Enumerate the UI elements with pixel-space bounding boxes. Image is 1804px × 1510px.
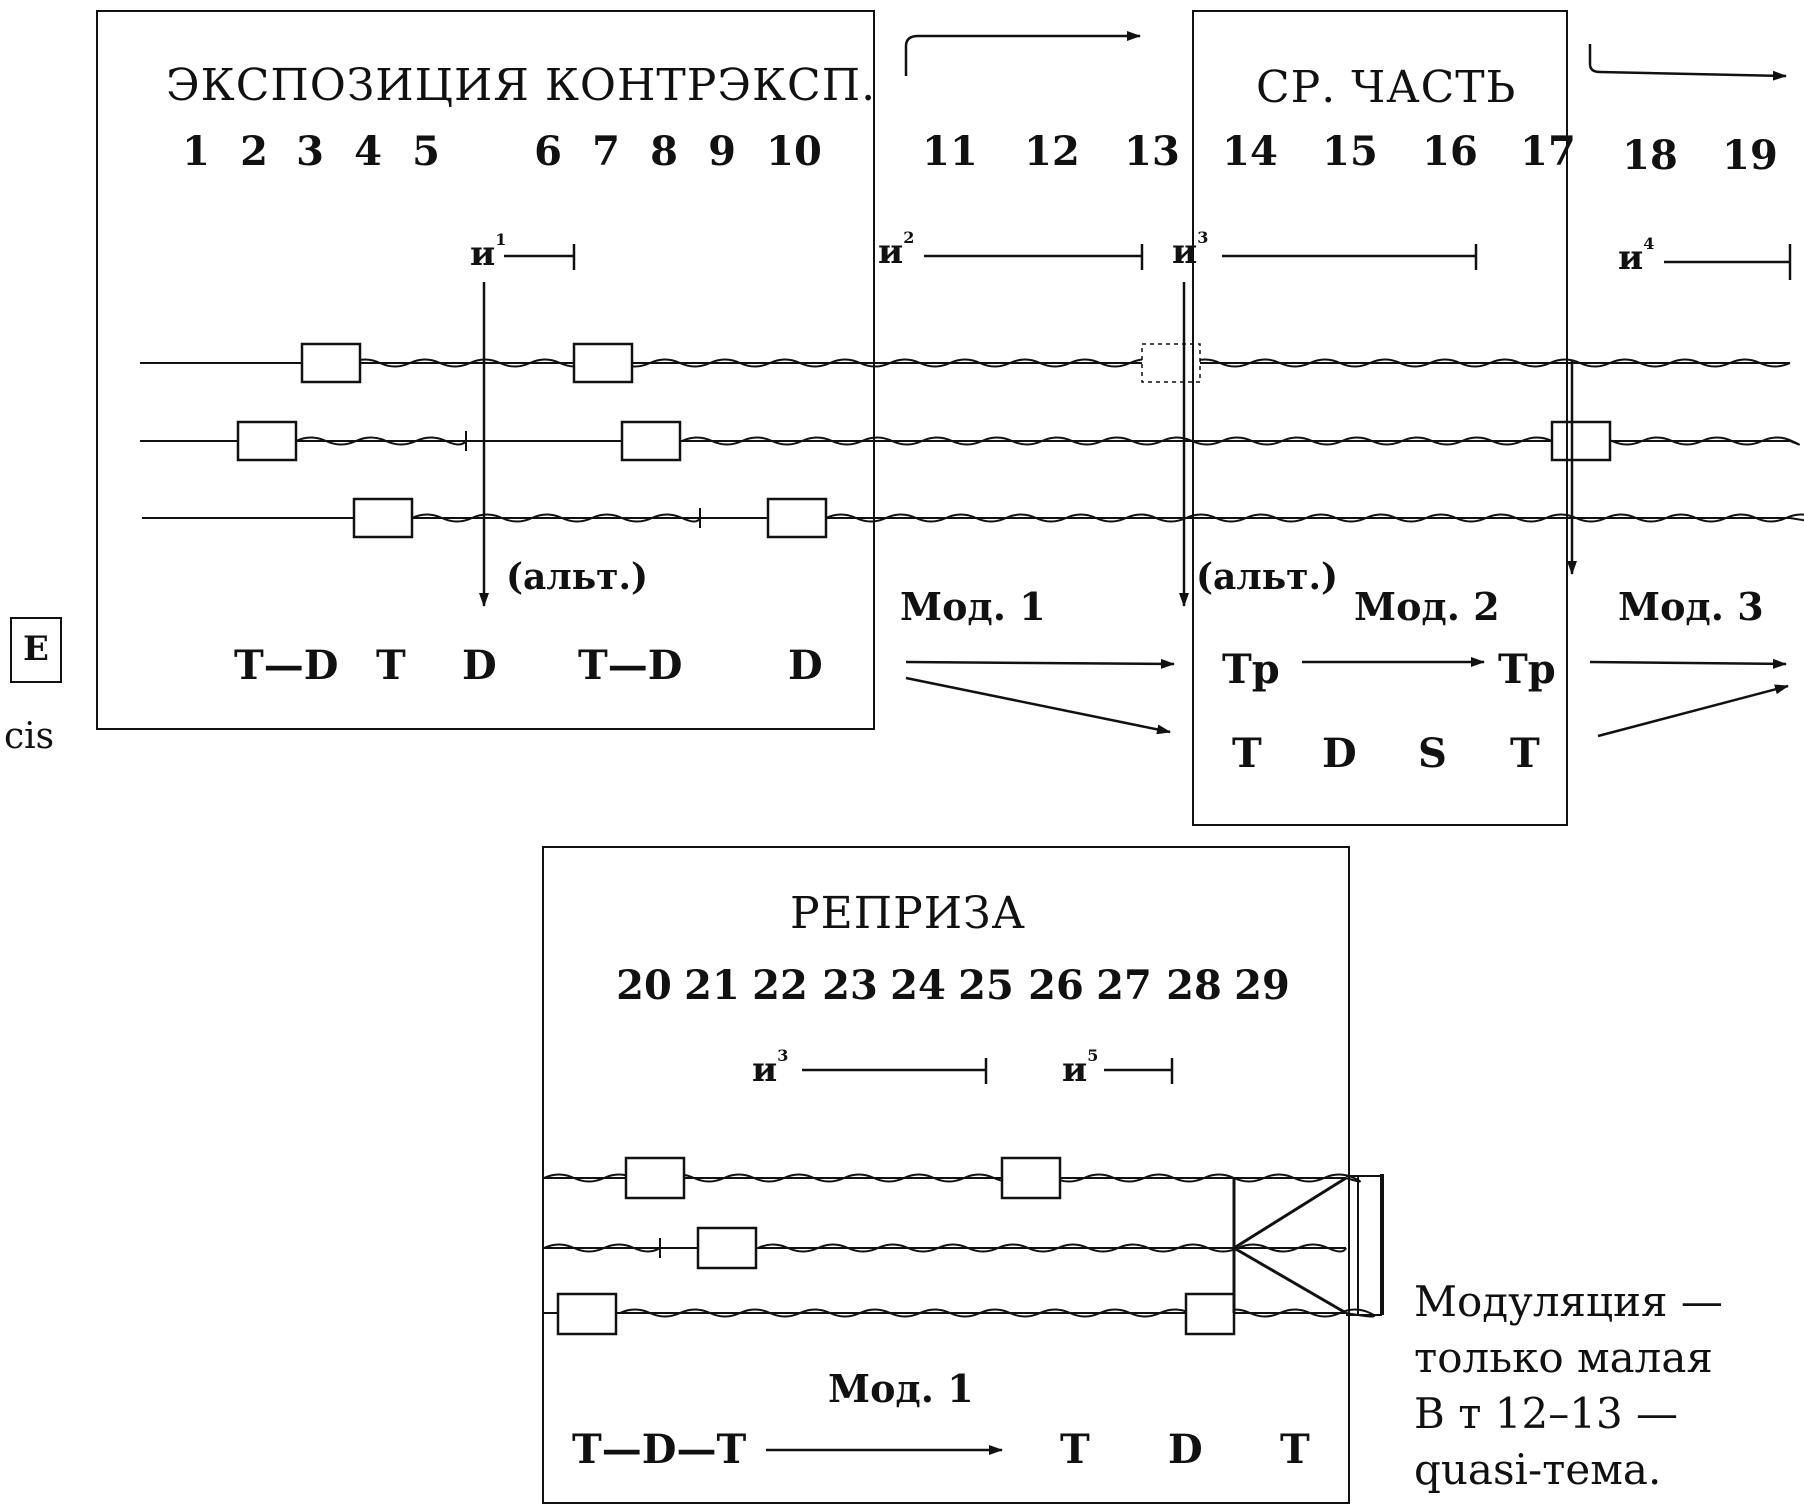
bar-number: 13 bbox=[1124, 128, 1180, 175]
theme-box bbox=[1550, 420, 1612, 462]
bar-number: 29 bbox=[1234, 962, 1290, 1009]
bar-number: 14 bbox=[1222, 128, 1278, 175]
function-middle-tp-2: Tp bbox=[1498, 646, 1556, 693]
bar-number: 20 bbox=[616, 962, 672, 1009]
modulation-arrow-3 bbox=[1589, 658, 1787, 669]
alt-label-2: (альт.) bbox=[1196, 556, 1339, 598]
reprise-interlude-3-label: и3 bbox=[752, 1046, 789, 1090]
voice-wave-2 bbox=[295, 436, 467, 446]
reprise-modulation-label: Мод. 1 bbox=[828, 1366, 974, 1411]
modulation-3-label: Мод. 3 bbox=[1618, 584, 1764, 629]
function-exposition-4: T—D bbox=[578, 642, 683, 689]
reprise-wave-2b bbox=[757, 1243, 1347, 1253]
modulation-1-label: Мод. 1 bbox=[900, 584, 1046, 629]
interlude-1-label: и1 bbox=[470, 230, 507, 274]
bar-number: 16 bbox=[1422, 128, 1478, 175]
bar-number: 15 bbox=[1322, 128, 1378, 175]
reprise-theme-box bbox=[1184, 1292, 1236, 1336]
modulation-arrow-4 bbox=[1597, 684, 1789, 738]
bar-number: 23 bbox=[822, 962, 878, 1009]
theme-box bbox=[572, 342, 634, 384]
exposition-box bbox=[96, 10, 875, 730]
function-middle-t-1: T bbox=[1232, 730, 1262, 777]
bar-number: 10 bbox=[766, 128, 822, 175]
tonality-secondary: cis bbox=[4, 716, 55, 757]
bar-number: 22 bbox=[752, 962, 808, 1009]
bar-number: 1 bbox=[182, 128, 210, 175]
theme-box-dotted bbox=[1141, 343, 1201, 383]
theme-box bbox=[620, 420, 682, 462]
reprise-box bbox=[542, 846, 1350, 1504]
bar-number: 4 bbox=[354, 128, 382, 175]
function-middle-d: D bbox=[1322, 730, 1357, 777]
bar-number: 24 bbox=[890, 962, 946, 1009]
voice-wave-2b bbox=[681, 436, 1800, 446]
cadence-wedge bbox=[1233, 1246, 1347, 1315]
reprise-interlude-5-label: и5 bbox=[1062, 1046, 1099, 1090]
function-reprise-2: T bbox=[1060, 1426, 1090, 1473]
reprise-theme-box bbox=[624, 1156, 686, 1200]
bar-number: 28 bbox=[1166, 962, 1222, 1009]
bar-number: 26 bbox=[1028, 962, 1084, 1009]
function-middle-s: S bbox=[1418, 730, 1447, 777]
reprise-theme-box bbox=[1000, 1156, 1062, 1200]
interlude-2-label: и2 bbox=[878, 228, 915, 272]
route-arrow-1 bbox=[904, 31, 1141, 76]
modulation-note: Модуляция — только малая В т 12–13 — qua… bbox=[1414, 1274, 1723, 1498]
note-line-3: В т 12–13 — bbox=[1414, 1389, 1679, 1438]
bar-number: 3 bbox=[296, 128, 324, 175]
bar-number: 17 bbox=[1520, 128, 1576, 175]
bar-number: 18 bbox=[1622, 132, 1678, 179]
function-reprise-1: T—D—T bbox=[572, 1426, 747, 1473]
note-line-1: Модуляция — bbox=[1414, 1277, 1723, 1326]
theme-box bbox=[352, 497, 414, 539]
bar-number: 7 bbox=[592, 128, 620, 175]
modulation-2-label: Мод. 2 bbox=[1354, 584, 1500, 629]
exposition-title: ЭКСПОЗИЦИЯ КОНТРЭКСП. bbox=[166, 60, 877, 111]
function-middle-t-2: T bbox=[1510, 730, 1540, 777]
modulation-arrow-1 bbox=[905, 658, 1175, 669]
reprise-wave-2a bbox=[543, 1243, 661, 1253]
bar-number: 9 bbox=[708, 128, 736, 175]
bar-number: 11 bbox=[922, 128, 978, 175]
reprise-theme-box bbox=[556, 1292, 618, 1336]
bar-number: 19 bbox=[1722, 132, 1778, 179]
note-line-4: quasi-тема. bbox=[1414, 1445, 1662, 1494]
theme-box bbox=[236, 420, 298, 462]
bar-number: 6 bbox=[534, 128, 562, 175]
bar-number: 12 bbox=[1024, 128, 1080, 175]
theme-box bbox=[300, 342, 362, 384]
reprise-theme-box bbox=[696, 1226, 758, 1270]
tonality-label: E bbox=[23, 629, 49, 669]
interlude-4-label: и4 bbox=[1618, 234, 1655, 278]
route-arrow-2 bbox=[1588, 44, 1787, 81]
theme-box bbox=[766, 497, 828, 539]
function-exposition-2: T bbox=[376, 642, 406, 689]
bar-number: 8 bbox=[650, 128, 678, 175]
bar-number: 21 bbox=[684, 962, 740, 1009]
function-exposition-5: D bbox=[788, 642, 823, 689]
modulation-arrow-2 bbox=[905, 676, 1171, 735]
bar-number: 2 bbox=[240, 128, 268, 175]
bar-number: 5 bbox=[412, 128, 440, 175]
function-reprise-3: D bbox=[1168, 1426, 1203, 1473]
alt-label-1: (альт.) bbox=[506, 556, 649, 598]
middle-section-box bbox=[1192, 10, 1568, 826]
note-line-2: только малая bbox=[1414, 1333, 1713, 1382]
cadence-wedge bbox=[1233, 1176, 1347, 1250]
tonality-key-box: E bbox=[10, 617, 62, 683]
function-reprise-4: T bbox=[1280, 1426, 1310, 1473]
bar-number: 27 bbox=[1096, 962, 1152, 1009]
function-exposition-3: D bbox=[462, 642, 497, 689]
interlude-3-label: и3 bbox=[1172, 228, 1209, 272]
reprise-title: РЕПРИЗА bbox=[790, 888, 1026, 939]
bar-number: 25 bbox=[958, 962, 1014, 1009]
function-middle-tp-1: Tp bbox=[1222, 646, 1280, 693]
voice-wave-3b bbox=[825, 513, 1804, 523]
reprise-wave-3 bbox=[619, 1308, 1376, 1318]
function-exposition-1: T—D bbox=[234, 642, 339, 689]
middle-title: СР. ЧАСТЬ bbox=[1256, 62, 1517, 113]
voice-wave-3 bbox=[411, 513, 701, 523]
